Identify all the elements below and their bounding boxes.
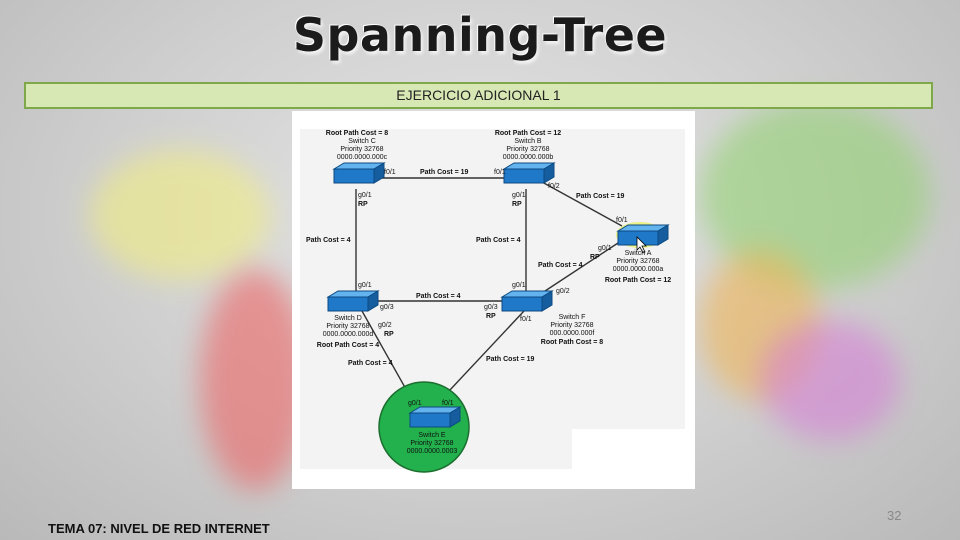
cost-c-d: Path Cost = 4 xyxy=(306,237,351,244)
exercise-banner: EJERCICIO ADICIONAL 1 xyxy=(24,82,933,109)
switch-d-name: Switch D xyxy=(334,315,362,322)
port-c-rp: RP xyxy=(358,201,368,208)
port-d-g03: g0/3 xyxy=(380,304,394,311)
switch-f-mac: 000.0000.000f xyxy=(550,330,595,337)
port-f-g02: g0/2 xyxy=(556,288,570,295)
switch-a-root-cost: Root Path Cost = 12 xyxy=(605,277,671,284)
cost-d-f: Path Cost = 4 xyxy=(416,293,461,300)
slide-title: Spanning-Tree xyxy=(292,8,668,62)
port-d-g02: g0/2 xyxy=(378,322,392,329)
bg-blob-red xyxy=(200,270,310,490)
port-b-rp: RP xyxy=(512,201,522,208)
diagram-frame: Root Path Cost = 8 Switch C Priority 327… xyxy=(292,111,695,489)
switch-b-priority: Priority 32768 xyxy=(506,146,549,153)
port-b-f02: f0/2 xyxy=(548,183,560,190)
switch-d-mac: 0000.0000.000d xyxy=(323,331,374,338)
switch-d-priority: Priority 32768 xyxy=(326,323,369,330)
switch-c-icon[interactable] xyxy=(332,162,386,184)
cost-c-b: Path Cost = 19 xyxy=(420,169,469,176)
port-c-g01: g0/1 xyxy=(358,192,372,199)
switch-a-icon[interactable] xyxy=(616,224,670,246)
port-b-f01: f0/1 xyxy=(494,169,506,176)
switch-c-name: Switch C xyxy=(348,138,376,145)
link-a-f xyxy=(541,242,619,294)
port-a-rp: RP xyxy=(590,254,600,261)
switch-b-mac: 0000.0000.000b xyxy=(503,154,554,161)
switch-b-name: Switch B xyxy=(514,138,542,145)
switch-c-mac: 0000.0000.000c xyxy=(337,154,388,161)
switch-c-root-cost: Root Path Cost = 8 xyxy=(326,130,389,137)
port-e-f01: f0/1 xyxy=(442,400,454,407)
port-f-g03: g0/3 xyxy=(484,304,498,311)
port-f-g01: g0/1 xyxy=(512,282,526,289)
switch-d-root-cost: Root Path Cost = 4 xyxy=(317,342,380,349)
switch-a-priority: Priority 32768 xyxy=(616,258,659,265)
link-b-a xyxy=(541,181,623,227)
cost-f-e: Path Cost = 19 xyxy=(486,356,535,363)
diagram-blank-corner xyxy=(572,429,695,489)
cost-d-e: Path Cost = 4 xyxy=(348,360,393,367)
switch-f-priority: Priority 32768 xyxy=(550,322,593,329)
switch-b-icon[interactable] xyxy=(502,162,556,184)
cost-a-f: Path Cost = 4 xyxy=(538,262,583,269)
spanning-tree-diagram: Root Path Cost = 8 Switch C Priority 327… xyxy=(300,129,695,489)
switch-e-mac: 0000.0000.0003 xyxy=(407,448,458,455)
switch-a-name: Switch A xyxy=(625,250,652,257)
port-d-g01: g0/1 xyxy=(358,282,372,289)
switch-f-icon[interactable] xyxy=(500,290,554,312)
cost-b-f: Path Cost = 4 xyxy=(476,237,521,244)
bg-blob-purple xyxy=(760,320,900,440)
port-e-g01: g0/1 xyxy=(408,400,422,407)
port-a-f01: f0/1 xyxy=(616,217,628,224)
port-f-f01: f0/1 xyxy=(520,316,532,323)
switch-d-icon[interactable] xyxy=(326,290,380,312)
switch-c-priority: Priority 32768 xyxy=(340,146,383,153)
footer-topic: TEMA 07: NIVEL DE RED INTERNET xyxy=(48,521,270,536)
switch-f-root-cost: Root Path Cost = 8 xyxy=(541,339,604,346)
bg-blob-yellow xyxy=(90,150,270,280)
port-b-g01: g0/1 xyxy=(512,192,526,199)
switch-b-root-cost: Root Path Cost = 12 xyxy=(495,130,561,137)
switch-f-name: Switch F xyxy=(559,314,586,321)
page-number: 32 xyxy=(887,508,902,523)
switch-e-name: Switch E xyxy=(418,432,446,439)
cost-b-a: Path Cost = 19 xyxy=(576,193,625,200)
port-f-rp: RP xyxy=(486,313,496,320)
switch-a-mac: 0000.0000.000a xyxy=(613,266,664,273)
port-a-g01: g0/1 xyxy=(598,245,612,252)
port-d-rp: RP xyxy=(384,331,394,338)
switch-e-icon[interactable] xyxy=(408,406,462,428)
cursor-icon xyxy=(636,236,647,254)
switch-e-priority: Priority 32768 xyxy=(410,440,453,447)
port-c-f01: f0/1 xyxy=(384,169,396,176)
